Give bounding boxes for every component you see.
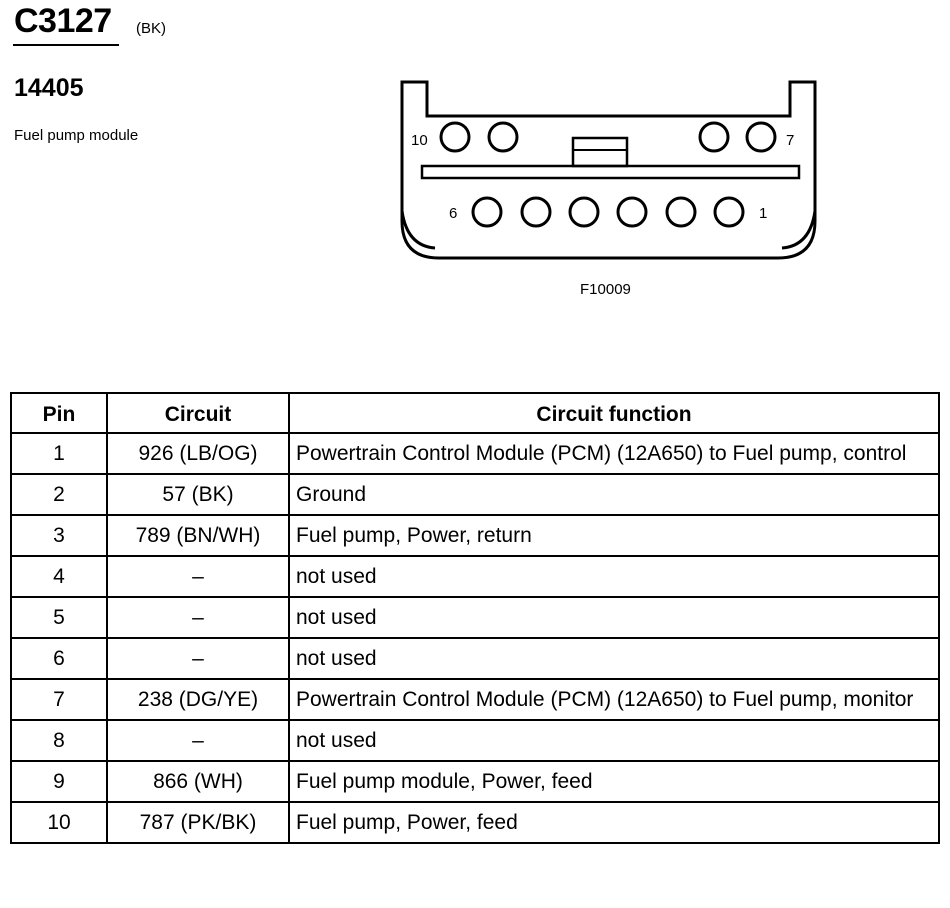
pin-cell: 5 bbox=[10, 596, 108, 639]
column-header-pin: Pin bbox=[10, 392, 108, 434]
pin-label-7: 7 bbox=[786, 132, 794, 149]
connector-id: C3127 bbox=[14, 2, 112, 40]
function-cell: Ground bbox=[288, 473, 940, 516]
function-cell: not used bbox=[288, 555, 940, 598]
circuit-cell: – bbox=[106, 637, 290, 680]
locking-tab bbox=[571, 136, 629, 168]
pin-cell: 6 bbox=[10, 637, 108, 680]
function-cell: Fuel pump, Power, return bbox=[288, 514, 940, 557]
circuit-cell: 866 (WH) bbox=[106, 760, 290, 803]
figure-id: F10009 bbox=[580, 281, 631, 298]
part-number: 14405 bbox=[14, 74, 84, 102]
housing-corner-left bbox=[400, 210, 436, 250]
function-cell: not used bbox=[288, 596, 940, 639]
pin-label-6: 6 bbox=[449, 205, 457, 222]
column-header-circuit: Circuit bbox=[106, 392, 290, 434]
pin-8-cavity bbox=[698, 121, 730, 153]
pin-cell: 8 bbox=[10, 719, 108, 762]
table-row: 4 – not used bbox=[10, 555, 940, 598]
pin-cell: 1 bbox=[10, 432, 108, 475]
pin-3-cavity bbox=[616, 196, 648, 228]
circuit-cell: 57 (BK) bbox=[106, 473, 290, 516]
pin-cell: 9 bbox=[10, 760, 108, 803]
table-row: 1 926 (LB/OG) Powertrain Control Module … bbox=[10, 432, 940, 475]
title-underline bbox=[13, 44, 119, 46]
connector-color: (BK) bbox=[136, 20, 166, 37]
pin-2-cavity bbox=[665, 196, 697, 228]
table-row: 8 – not used bbox=[10, 719, 940, 762]
function-cell: Powertrain Control Module (PCM) (12A650)… bbox=[288, 678, 940, 721]
circuit-cell: – bbox=[106, 719, 290, 762]
circuit-cell: 238 (DG/YE) bbox=[106, 678, 290, 721]
table-row: 5 – not used bbox=[10, 596, 940, 639]
table-body: 1 926 (LB/OG) Powertrain Control Module … bbox=[10, 432, 940, 844]
connector-housing-outline bbox=[400, 80, 817, 260]
housing-corner-right bbox=[781, 210, 817, 250]
table-row: 2 57 (BK) Ground bbox=[10, 473, 940, 516]
pin-5-cavity bbox=[520, 196, 552, 228]
pin-cell: 7 bbox=[10, 678, 108, 721]
circuit-cell: 787 (PK/BK) bbox=[106, 801, 290, 844]
table-row: 7 238 (DG/YE) Powertrain Control Module … bbox=[10, 678, 940, 721]
pin-cell: 10 bbox=[10, 801, 108, 844]
circuit-cell: – bbox=[106, 596, 290, 639]
pin-4-cavity bbox=[568, 196, 600, 228]
connector-description: Fuel pump module bbox=[14, 127, 139, 144]
pin-label-10: 10 bbox=[411, 132, 428, 149]
pin-cell: 4 bbox=[10, 555, 108, 598]
table-row: 6 – not used bbox=[10, 637, 940, 680]
pin-1-cavity bbox=[713, 196, 745, 228]
circuit-cell: 789 (BN/WH) bbox=[106, 514, 290, 557]
pin-7-cavity bbox=[745, 121, 777, 153]
function-cell: not used bbox=[288, 719, 940, 762]
table-row: 10 787 (PK/BK) Fuel pump, Power, feed bbox=[10, 801, 940, 844]
pin-cell: 2 bbox=[10, 473, 108, 516]
pin-9-cavity bbox=[487, 121, 519, 153]
circuit-cell: – bbox=[106, 555, 290, 598]
pinout-table: Pin Circuit Circuit function 1 926 (LB/O… bbox=[10, 392, 940, 844]
pin-6-cavity bbox=[471, 196, 503, 228]
function-cell: not used bbox=[288, 637, 940, 680]
pin-label-1: 1 bbox=[759, 205, 767, 222]
connector-face-diagram: 10 7 6 1 bbox=[400, 80, 817, 260]
pin-cell: 3 bbox=[10, 514, 108, 557]
function-cell: Fuel pump module, Power, feed bbox=[288, 760, 940, 803]
table-row: 3 789 (BN/WH) Fuel pump, Power, return bbox=[10, 514, 940, 557]
table-row: 9 866 (WH) Fuel pump module, Power, feed bbox=[10, 760, 940, 803]
pin-10-cavity bbox=[439, 121, 471, 153]
function-cell: Powertrain Control Module (PCM) (12A650)… bbox=[288, 432, 940, 475]
circuit-cell: 926 (LB/OG) bbox=[106, 432, 290, 475]
function-cell: Fuel pump, Power, feed bbox=[288, 801, 940, 844]
table-header-row: Pin Circuit Circuit function bbox=[10, 392, 940, 434]
column-header-function: Circuit function bbox=[288, 392, 940, 434]
divider-bar bbox=[420, 164, 801, 180]
